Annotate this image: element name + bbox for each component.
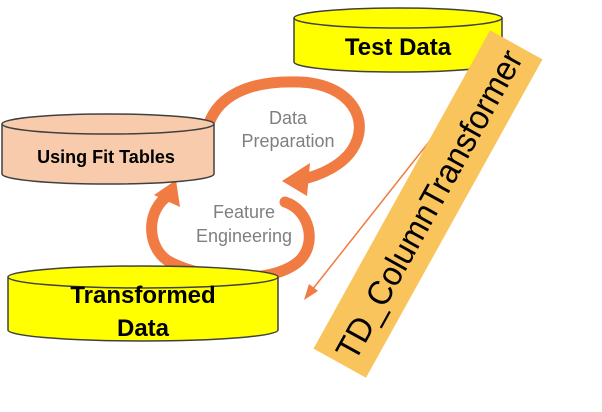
upper-arrow-head (282, 163, 310, 196)
function-label: TD_ColumnTransformer (329, 44, 531, 367)
test-data-cylinder: Test Data (293, 7, 503, 73)
transformed-data-label-line1: Transformed (70, 282, 215, 309)
fit-tables-cylinder: Using Fit Tables (1, 113, 215, 185)
step-feature-engineering-line1: Feature (213, 202, 275, 222)
flow-arrow-head (304, 284, 318, 300)
step-feature-engineering-line2: Engineering (196, 226, 292, 246)
step-data-preparation-line1: Data (269, 108, 308, 128)
lower-arrow-head (154, 180, 180, 207)
transformed-data-cylinder: Transformed Data (7, 265, 279, 342)
step-data-preparation-line2: Preparation (241, 131, 334, 151)
upper-cycle-arrow (199, 76, 365, 186)
transformed-data-label-line2: Data (117, 315, 170, 342)
test-data-label: Test Data (345, 34, 452, 61)
fit-tables-label: Using Fit Tables (37, 147, 175, 167)
function-banner: TD_ColumnTransformer (313, 30, 543, 378)
